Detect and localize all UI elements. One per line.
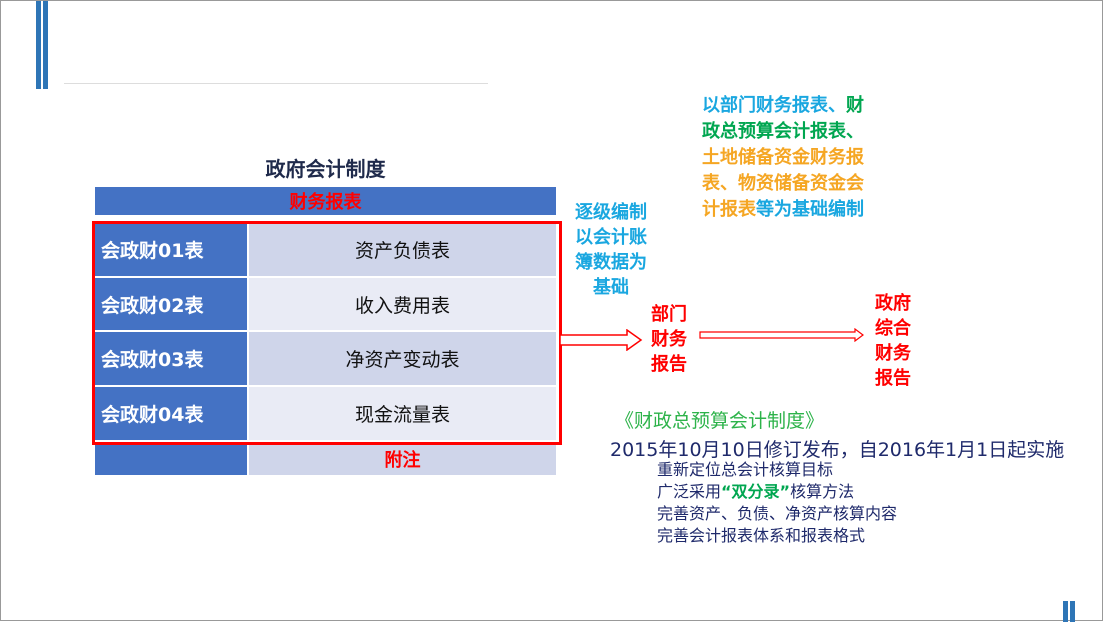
decor-bar bbox=[43, 1, 48, 89]
table-footer-left bbox=[95, 442, 247, 475]
table-row-name: 净资产变动表 bbox=[249, 332, 556, 385]
table-row-name: 现金流量表 bbox=[249, 387, 556, 440]
budget-item: 完善资产、负债、净资产核算内容 bbox=[657, 504, 898, 523]
dept-report: 部门财务报告 bbox=[651, 304, 687, 375]
basis-part2: 财政总预算会计报表、 bbox=[702, 95, 864, 142]
budget-items: 重新定位总会计核算目标 广泛采用“双分录”核算方法 完善资产、负债、净资产核算内… bbox=[657, 459, 897, 547]
step-note: 逐级编制以会计账簿数据为基础 bbox=[575, 202, 647, 298]
table-header-label: 财务报表 bbox=[289, 192, 362, 213]
page-title: 政府会计制度 bbox=[265, 157, 386, 181]
basis-part4: 等为基础编制 bbox=[756, 199, 864, 220]
decor-bar bbox=[1063, 601, 1068, 622]
table-row-name: 收入费用表 bbox=[249, 278, 556, 330]
basis-part3: 土地储备资金财务报表、物资储备资金会计报表 bbox=[702, 147, 864, 220]
basis-part1: 以部门财务报表、 bbox=[702, 95, 846, 116]
decor-bar bbox=[1070, 601, 1075, 622]
budget-item: 重新定位总会计核算目标 bbox=[657, 460, 834, 479]
divider bbox=[64, 83, 488, 84]
table-header: 财务报表 bbox=[95, 187, 556, 215]
table-row-code: 会政财02表 bbox=[95, 278, 247, 330]
gov-report: 政府综合财务报告 bbox=[875, 293, 911, 389]
highlight-box bbox=[92, 221, 562, 445]
budget-item: 完善会计报表体系和报表格式 bbox=[657, 526, 866, 545]
arrow-right-icon bbox=[699, 328, 864, 342]
budget-title: 《财政总预算会计制度》 bbox=[615, 410, 825, 432]
table-row-code: 会政财03表 bbox=[95, 332, 247, 385]
budget-item: 广泛采用“双分录”核算方法 bbox=[657, 482, 855, 501]
table-footer: 附注 bbox=[249, 442, 556, 475]
basis-note: 以部门财务报表、财政总预算会计报表、土地储备资金财务报表、物资储备资金会计报表等… bbox=[695, 93, 871, 223]
decor-bar bbox=[36, 1, 41, 89]
budget-date: 2015年10月10日修订发布，自2016年1月1日起实施 bbox=[610, 439, 1065, 461]
table-row-name: 资产负债表 bbox=[249, 223, 556, 276]
table-row-code: 会政财01表 bbox=[95, 223, 247, 276]
table-row-code: 会政财04表 bbox=[95, 387, 247, 440]
arrow-right-icon bbox=[559, 329, 643, 351]
